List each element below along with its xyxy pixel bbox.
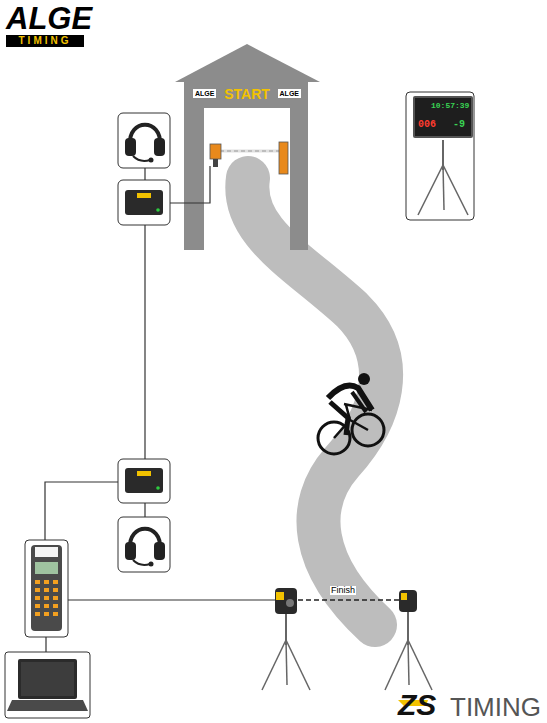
cyclist (318, 373, 384, 454)
brand-tagline: TIMING (6, 35, 84, 47)
cable (45, 166, 275, 652)
scoreboard-frame (406, 92, 474, 220)
scoreboard-display: 10:57:39 006 -9 (415, 98, 471, 136)
brand-logo: ALGE (193, 89, 216, 98)
radio-unit (118, 180, 170, 225)
radio-unit (118, 459, 170, 503)
start-text: START (224, 87, 270, 101)
photocell (262, 588, 310, 690)
timing-printer (25, 540, 68, 637)
reflector (385, 590, 432, 690)
zs-logo: ZS (398, 690, 436, 720)
headset-icon (118, 517, 170, 572)
bib-number: 006 (418, 120, 436, 130)
rank-readout: -9 (453, 120, 465, 130)
start-gate (210, 142, 288, 174)
start-house (175, 44, 320, 250)
finish-label: Finish (330, 586, 356, 595)
race-track (247, 178, 381, 625)
headset-icon (118, 113, 170, 168)
finish-beam (298, 600, 399, 601)
laptop-icon (5, 652, 90, 718)
zs-timing-text: TIMING (450, 694, 541, 720)
time-readout: 10:57:39 (431, 102, 469, 110)
brand-logo: ALGE (6, 3, 92, 34)
brand-logo: ALGE (278, 89, 301, 98)
start-sign: ALGE START ALGE (190, 84, 304, 103)
